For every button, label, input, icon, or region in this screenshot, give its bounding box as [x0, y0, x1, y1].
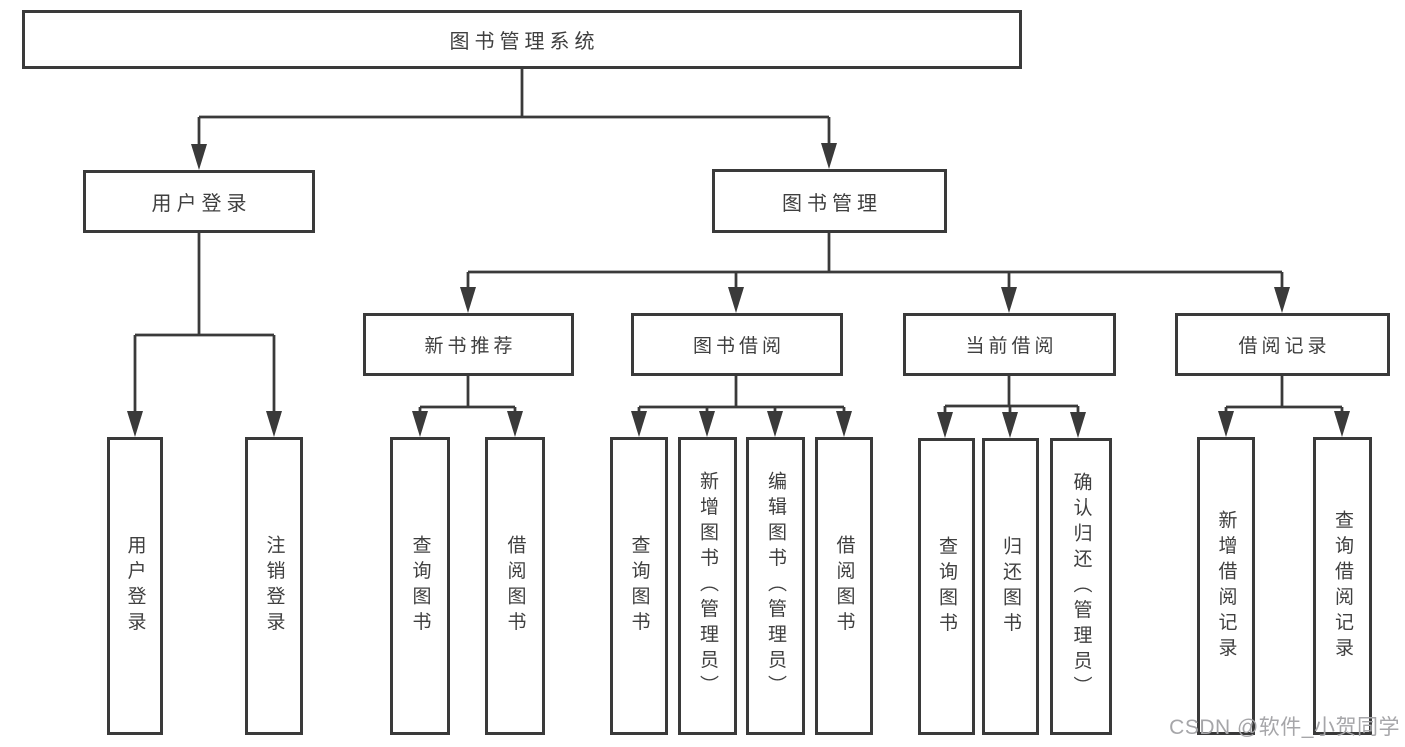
- node-label: 用户登录: [151, 193, 252, 215]
- node-current-borrowing: 当前借阅: [903, 313, 1116, 376]
- leaf-nb-query-books: 查询图书: [390, 437, 450, 735]
- node-label: 确认归还（管理员）: [1070, 471, 1092, 702]
- node-label: 新增借阅记录: [1215, 509, 1237, 663]
- node-label: 图书借阅: [692, 336, 785, 357]
- leaf-cb-confirm-return-admin: 确认归还（管理员）: [1050, 438, 1112, 735]
- node-book-borrowing: 图书借阅: [631, 313, 843, 376]
- node-label: 当前借阅: [965, 336, 1058, 357]
- leaf-logout: 注销登录: [245, 437, 303, 735]
- node-new-book-recommend: 新书推荐: [363, 313, 574, 376]
- leaf-nb-borrow-books: 借阅图书: [485, 437, 545, 735]
- leaf-user-login: 用户登录: [107, 437, 163, 735]
- node-label: 新书推荐: [424, 336, 517, 357]
- node-label: 注销登录: [263, 535, 285, 637]
- node-user-login: 用户登录: [83, 170, 315, 233]
- node-label: 用户登录: [124, 535, 146, 637]
- leaf-br-add-record: 新增借阅记录: [1197, 437, 1255, 735]
- node-label: 查询图书: [409, 535, 431, 637]
- leaf-br-query-record: 查询借阅记录: [1313, 437, 1372, 735]
- leaf-cb-query-books: 查询图书: [918, 438, 975, 735]
- node-label: 借阅图书: [833, 535, 855, 637]
- node-label: 归还图书: [1000, 535, 1021, 638]
- leaf-bb-query-books: 查询图书: [610, 437, 668, 735]
- leaf-bb-borrow-books: 借阅图书: [815, 437, 873, 735]
- leaf-bb-add-books-admin: 新增图书（管理员）: [678, 437, 737, 735]
- node-label: 新增图书（管理员）: [697, 471, 718, 701]
- node-label: 查询图书: [628, 535, 650, 637]
- node-label: 借阅记录: [1238, 336, 1331, 357]
- node-library-management-system: 图书管理系统: [22, 10, 1022, 69]
- node-borrowing-records: 借阅记录: [1175, 313, 1390, 376]
- node-book-management: 图书管理: [712, 169, 947, 233]
- leaf-cb-return-books: 归还图书: [982, 438, 1039, 735]
- node-label: 借阅图书: [504, 535, 526, 637]
- csdn-watermark: CSDN @软件_小贺同学: [1169, 716, 1400, 739]
- leaf-bb-edit-books-admin: 编辑图书（管理员）: [746, 437, 805, 735]
- node-label: 查询借阅记录: [1332, 509, 1353, 663]
- node-label: 查询图书: [936, 535, 957, 638]
- node-label: 编辑图书（管理员）: [765, 471, 786, 701]
- node-label: 图书管理系统: [449, 31, 600, 53]
- node-label: 图书管理: [782, 192, 882, 215]
